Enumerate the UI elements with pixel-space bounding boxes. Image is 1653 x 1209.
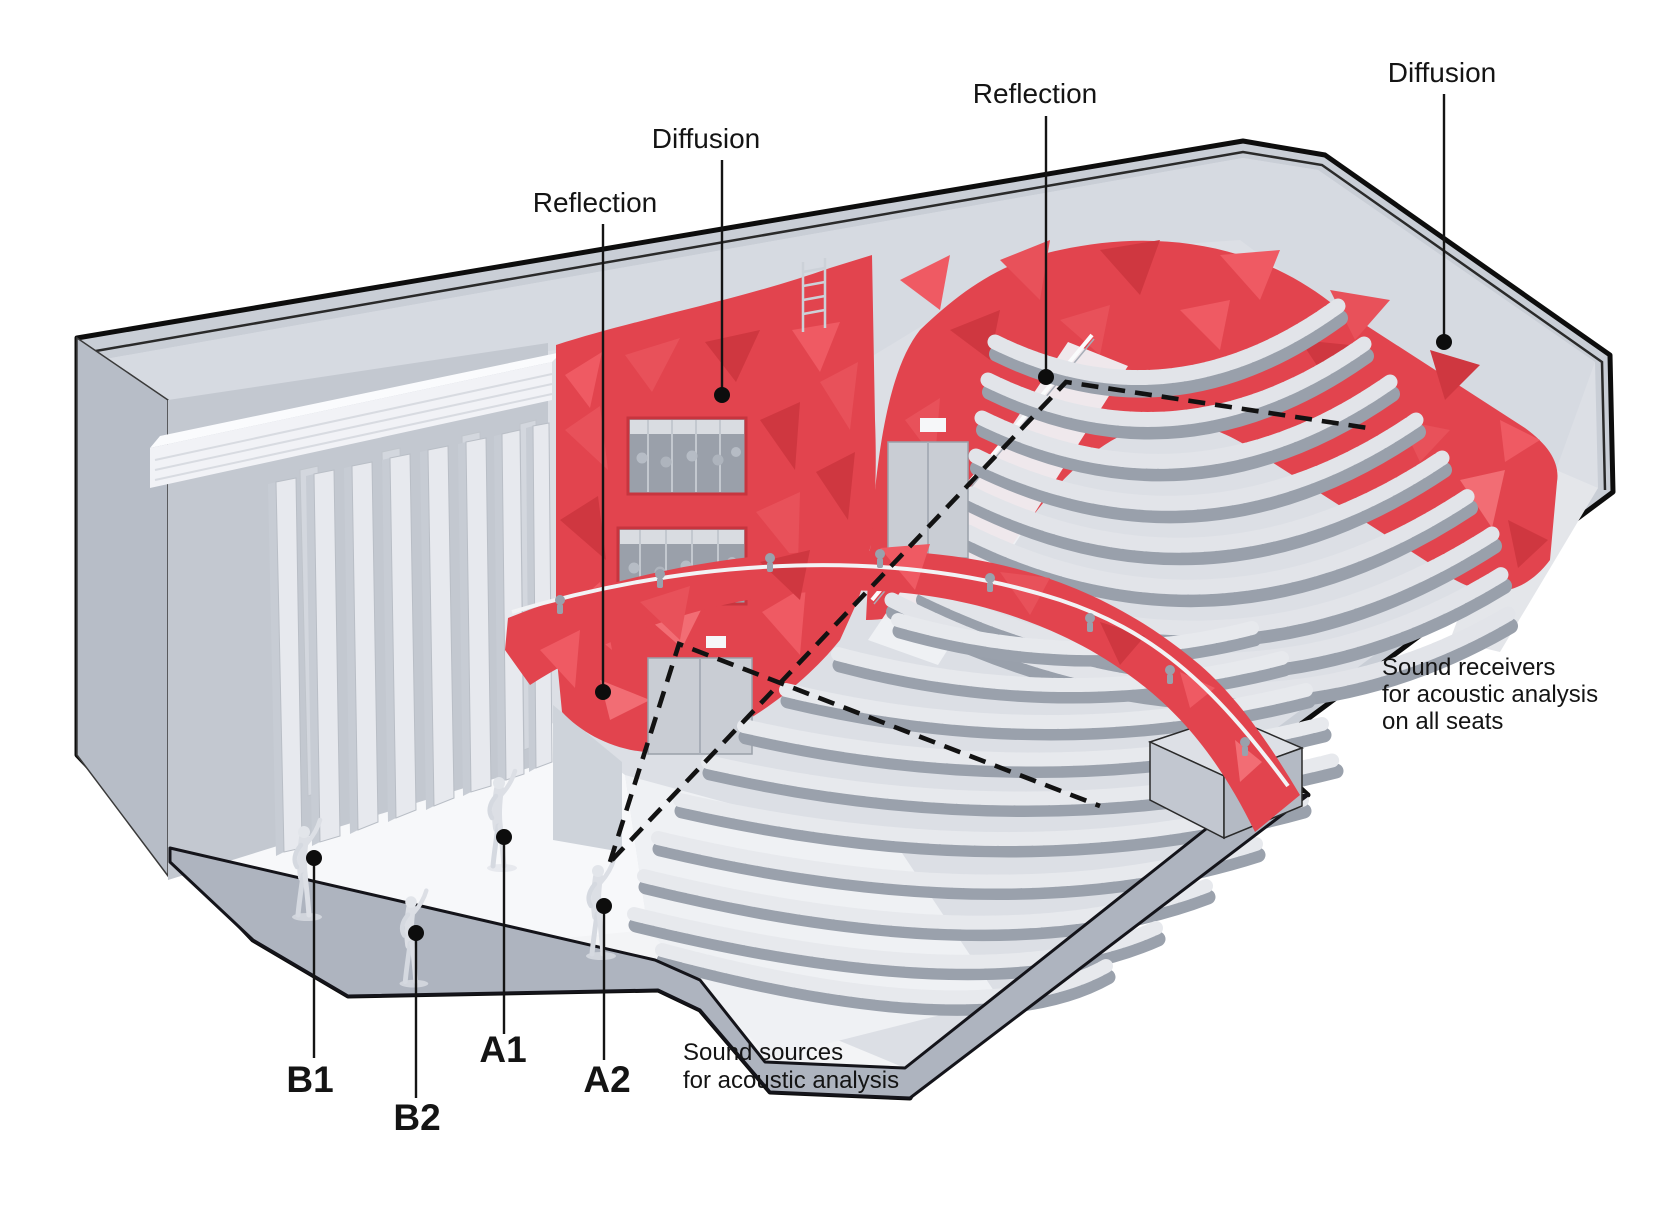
stage-door [647, 636, 753, 755]
louver-line [154, 393, 553, 481]
a2-label: A2 [583, 1059, 630, 1100]
a1-dot [496, 829, 512, 845]
louver-beam-face [150, 362, 552, 488]
spotlights [555, 549, 1250, 756]
roof-rim-line [89, 150, 1607, 491]
spotlight-rail [511, 563, 1290, 788]
red-balcony-front [505, 544, 1300, 832]
ray-a2-proscenium [607, 640, 1101, 863]
b2-label: B2 [393, 1097, 440, 1138]
acoustic-panels [268, 422, 553, 856]
wall-ladder [801, 258, 827, 332]
reflection-left-label: Reflection [533, 187, 658, 218]
sound-receivers-note: Sound receivers for acoustic analysis on… [1382, 654, 1603, 735]
cut-slab-band [168, 793, 1310, 1100]
diffusion-right-label: Diffusion [1388, 57, 1496, 88]
b2-dot [408, 925, 424, 941]
reflection-right-label: Reflection [973, 78, 1098, 109]
callouts: Reflection Diffusion Reflection Diffusio… [286, 57, 1603, 1138]
ray-a2-rear-wall [610, 379, 1369, 862]
diffusion-left-label: Diffusion [652, 123, 760, 154]
balcony-front-band [505, 550, 1300, 832]
left-wall-face [76, 336, 169, 879]
diffusion-left-dot [714, 387, 730, 403]
sound-sources-note: Sound sources for acoustic analysis [683, 1039, 899, 1094]
b1-label: B1 [286, 1059, 333, 1100]
louver-line [154, 383, 553, 471]
sound-rays [607, 379, 1369, 863]
a1-label: A1 [479, 1029, 526, 1070]
louver-beam-top [150, 352, 562, 448]
b1-dot [306, 850, 322, 866]
a2-dot [596, 898, 612, 914]
stage-wall-sliver [553, 705, 622, 852]
louver-line [154, 373, 553, 461]
red-back-band [866, 240, 1558, 621]
door-sign [920, 418, 946, 432]
stage-house [150, 343, 622, 880]
light-niche-upper [626, 416, 748, 496]
door-sign [706, 636, 726, 648]
reflection-left-dot [595, 684, 611, 700]
diffusion-right-dot [1436, 334, 1452, 350]
reflection-right-dot [1038, 369, 1054, 385]
